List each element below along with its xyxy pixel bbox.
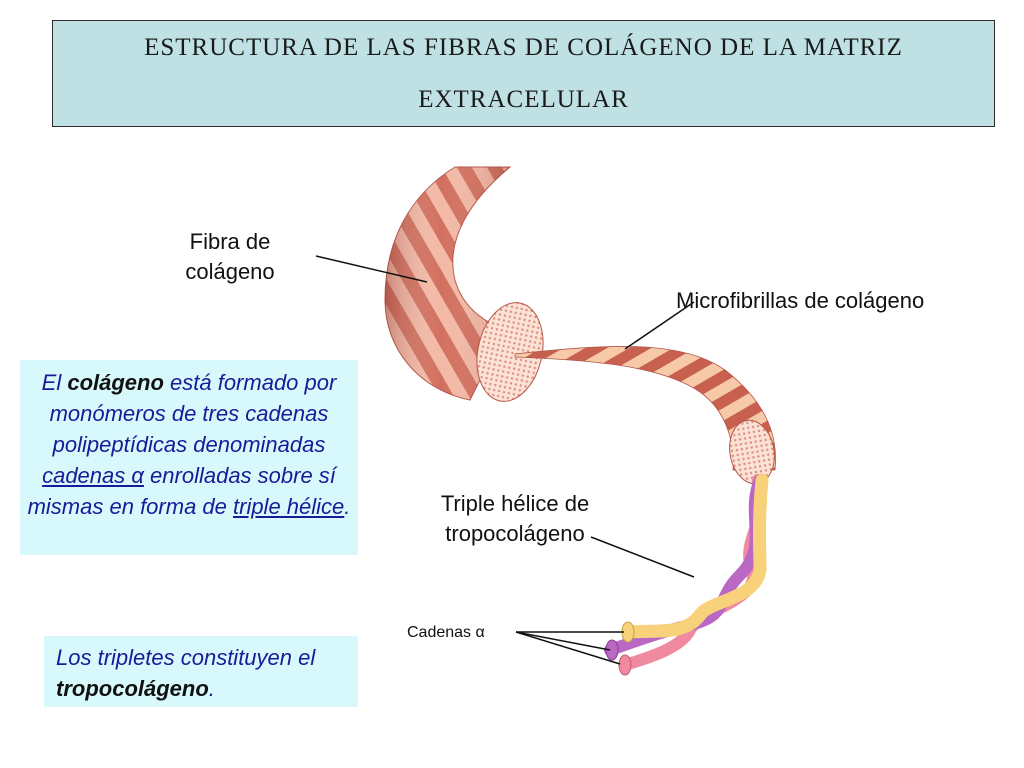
microfibril (514, 346, 776, 485)
label-triple-line2: tropocolágeno (445, 521, 585, 546)
info1-bold-colageno: colágeno (67, 370, 164, 395)
info-box-tropocolageno: Los tripletes constituyen el tropocoláge… (44, 636, 358, 707)
collagen-fiber-large (384, 166, 544, 402)
info1-text-4: . (344, 494, 351, 519)
info2-text-2: . (208, 676, 215, 701)
label-cadenas-alfa: Cadenas α (407, 624, 485, 641)
info1-underline-cadenas: cadenas α (42, 463, 144, 488)
label-triple-line1: Triple hélice de (440, 491, 590, 516)
pointer-microfibrillas (624, 301, 695, 350)
info-box-colageno: El colágeno está formado por monómeros d… (20, 360, 358, 555)
label-fibra-line1: Fibra de (189, 229, 271, 254)
fiber-cross-section (476, 302, 544, 402)
label-microfibrillas: Microfibrillas de colágeno (676, 288, 925, 313)
pointer-triple-helice (590, 536, 695, 578)
label-triple-helice: Triple hélice de tropocolágeno (420, 489, 610, 549)
info1-text-1: El (41, 370, 68, 395)
info1-underline-triple-helice: triple hélice (233, 494, 345, 519)
info2-text-1: Los tripletes constituyen el (56, 645, 316, 670)
title-line-1: ESTRUCTURA DE LAS FIBRAS DE COLÁGENO DE … (144, 33, 903, 61)
info1-text-3: enrolladas sobre sí mismas en forma de (27, 463, 336, 519)
pointer-fibra (315, 255, 428, 283)
info1-text-2: está formado por monómeros de tres caden… (49, 370, 337, 457)
title-box: ESTRUCTURA DE LAS FIBRAS DE COLÁGENO DE … (52, 20, 995, 127)
title-line-2: EXTRACELULAR (418, 85, 629, 113)
label-fibra-colageno: Fibra de colágeno (170, 227, 290, 287)
pointer-cadena-2 (515, 631, 611, 651)
triple-helix (604, 473, 769, 676)
info2-bold-tropocolageno: tropocolágeno (56, 676, 209, 701)
label-fibra-line2: colágeno (185, 259, 275, 284)
pointer-lines (315, 255, 695, 665)
pointer-cadena-3 (515, 631, 621, 665)
